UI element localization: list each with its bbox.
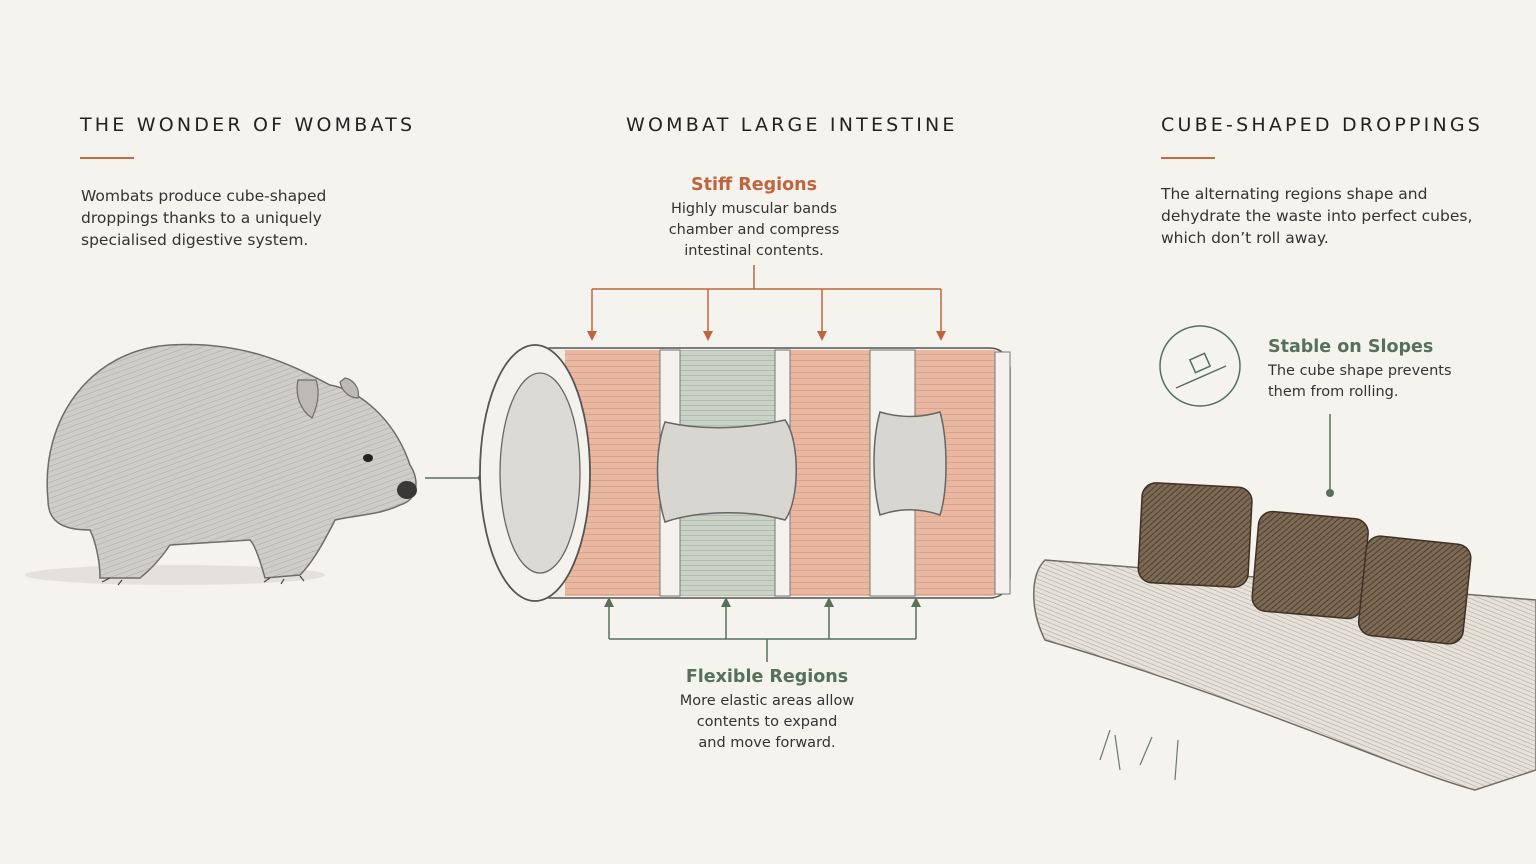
wombat-illustration <box>25 343 417 586</box>
flexible-region-arrows <box>608 607 917 662</box>
left-heading-rule <box>80 157 134 159</box>
flexible-regions-label: Flexible Regions More elastic areas allo… <box>617 667 917 754</box>
stiff-regions-title: Stiff Regions <box>690 175 817 195</box>
stiff-regions-label: Stiff Regions Highly muscular bands cham… <box>604 175 904 262</box>
stiff-arrowheads <box>587 331 946 341</box>
right-description: The alternating regions shape and dehydr… <box>1161 183 1531 249</box>
callout-title: Stable on Slopes <box>1268 337 1434 357</box>
stiff-regions-line: intestinal contents. <box>684 243 824 259</box>
right-description-line: which don’t roll away. <box>1161 229 1329 247</box>
flexible-regions-title: Flexible Regions <box>685 667 849 687</box>
stiff-regions-line: Highly muscular bands <box>670 201 838 217</box>
right-heading-rule <box>1161 157 1215 159</box>
stiff-region-arrows <box>591 265 942 333</box>
dropping-cube-2 <box>1251 510 1369 620</box>
right-description-line: The alternating regions shape and <box>1161 185 1428 203</box>
left-description: Wombats produce cube-shaped droppings th… <box>81 185 441 251</box>
dropping-cube-1 <box>1137 482 1253 588</box>
callout-line: The cube shape prevents <box>1268 363 1452 379</box>
callout-dot <box>1326 489 1334 497</box>
flexible-regions-line: and move forward. <box>698 735 836 751</box>
left-description-line: droppings thanks to a uniquely <box>81 209 322 227</box>
right-heading: CUBE-SHAPED DROPPINGS <box>1161 114 1484 136</box>
flexible-arrowheads <box>604 597 921 607</box>
left-heading: THE WONDER OF WOMBATS <box>80 114 416 136</box>
flexible-regions-line: More elastic areas allow <box>679 693 855 709</box>
flexible-regions-line: contents to expand <box>696 714 838 730</box>
cube-droppings <box>1137 482 1472 645</box>
slope-cube-icon <box>1159 325 1241 407</box>
center-heading: WOMBAT LARGE INTESTINE <box>626 114 958 136</box>
callout-line: them from rolling. <box>1268 384 1399 400</box>
left-description-line: specialised digestive system. <box>81 231 309 249</box>
dropping-cube-3 <box>1357 535 1472 645</box>
right-description-line: dehydrate the waste into perfect cubes, <box>1161 207 1473 225</box>
left-description-line: Wombats produce cube-shaped <box>81 187 327 205</box>
intestine-diagram <box>479 344 1011 602</box>
stable-on-slopes-callout: Stable on Slopes The cube shape prevents… <box>1268 337 1508 403</box>
stiff-regions-line: chamber and compress <box>668 222 840 238</box>
